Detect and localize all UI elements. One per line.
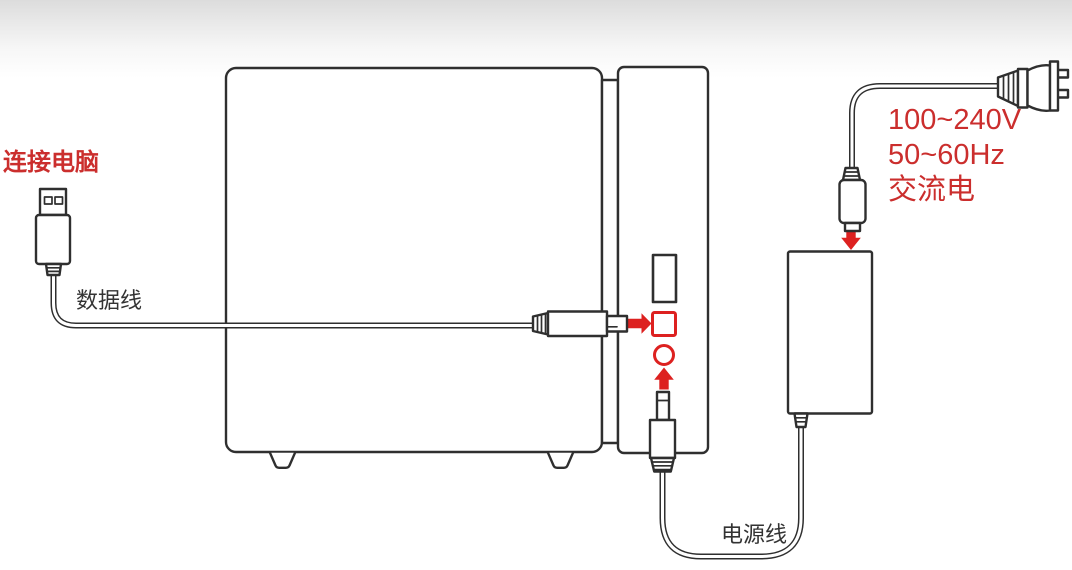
ac-plug-collar <box>1016 67 1029 109</box>
usb-plug-body <box>34 213 72 266</box>
data-cable <box>50 273 536 329</box>
usb-plug-strain-relief <box>44 262 63 277</box>
device-side-panel <box>600 65 710 455</box>
device-foot-left <box>268 451 297 469</box>
power-adapter-body <box>786 250 874 415</box>
device-foot-right <box>546 451 575 469</box>
usb-port-highlight <box>651 311 677 337</box>
arrow-down-icon <box>841 228 861 250</box>
data-connector-body <box>546 310 609 338</box>
usb-plug-hole-right <box>54 196 64 205</box>
data-cable-label: 数据线 <box>76 288 143 313</box>
dc-plug-body <box>648 418 677 460</box>
usb-plug-hole-left <box>43 196 53 205</box>
power-spec-voltage: 100~240V <box>888 104 1022 136</box>
usb-plug <box>34 187 72 277</box>
device-main-body <box>224 66 604 469</box>
data-connector-tip <box>605 314 629 333</box>
arrow-up-icon <box>654 367 674 390</box>
power-port-highlight <box>653 344 675 366</box>
power-cable-label: 电源线 <box>721 522 788 547</box>
power-spec-frequency: 50~60Hz <box>888 139 1005 171</box>
hinge-strip <box>600 78 620 445</box>
dc-plug-tip <box>655 390 671 422</box>
ac-connector-strain-relief <box>841 166 862 182</box>
ac-connector-tip <box>843 221 862 233</box>
ac-plug-face <box>1048 60 1060 112</box>
power-spec-label: 100~240V 50~60Hz 交流电 <box>888 103 1021 208</box>
data-cable-connector <box>531 310 629 338</box>
ac-plug-bell <box>1026 64 1052 112</box>
ac-connector-body <box>838 178 867 225</box>
power-adapter <box>786 250 874 429</box>
vent-slot <box>651 253 678 304</box>
ac-inlet-connector <box>838 166 867 233</box>
ac-cable <box>849 83 1000 168</box>
power-spec-ac-type: 交流电 <box>888 174 976 206</box>
power-cable <box>659 426 804 560</box>
dc-barrel-plug <box>648 390 677 473</box>
ac-wall-plug <box>996 60 1070 112</box>
arrow-right-icon <box>628 313 652 334</box>
connect-computer-label: 连接电脑 <box>3 149 99 176</box>
port-highlights <box>628 228 861 390</box>
adapter-outlet-stub <box>793 412 809 429</box>
